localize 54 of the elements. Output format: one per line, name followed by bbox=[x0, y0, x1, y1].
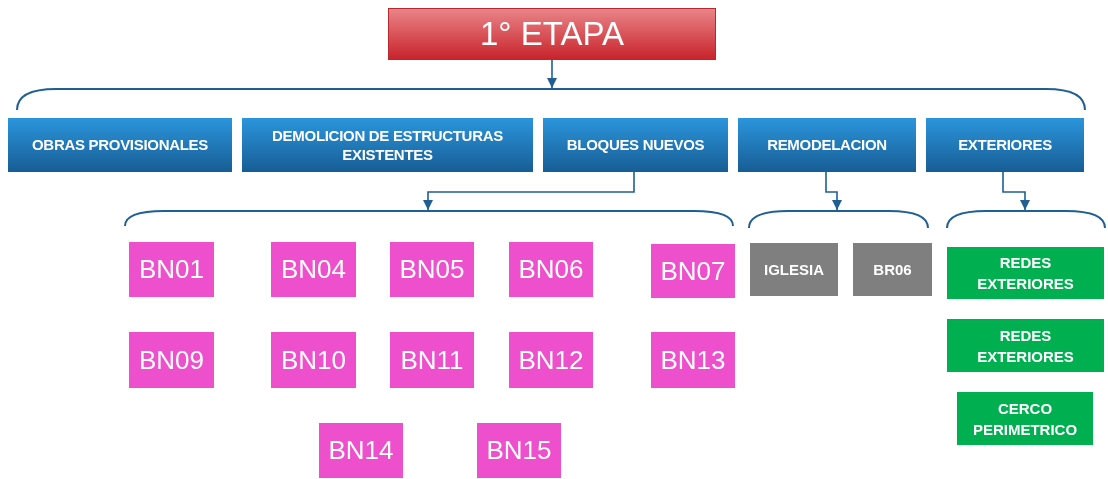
box-label: BN11 bbox=[399, 344, 465, 376]
building-box bbox=[853, 243, 932, 296]
block-box bbox=[271, 242, 356, 297]
box-label: REDES EXTERIORES bbox=[976, 325, 1075, 367]
curly-bracket bbox=[16, 88, 1086, 110]
box-label: BN05 bbox=[398, 254, 466, 285]
box-label: BN09 bbox=[137, 344, 205, 376]
box-label: BN14 bbox=[327, 435, 395, 466]
category-box bbox=[8, 118, 232, 172]
box-label: REMODELACION bbox=[766, 135, 888, 155]
box-label: BN15 bbox=[485, 435, 553, 466]
category-box bbox=[738, 118, 916, 172]
curly-bracket bbox=[748, 210, 929, 228]
curly-bracket bbox=[946, 210, 1106, 228]
block-box bbox=[390, 332, 474, 388]
block-box bbox=[651, 332, 735, 388]
curly-bracket bbox=[124, 210, 734, 226]
block-box bbox=[509, 242, 593, 297]
arrow bbox=[423, 171, 635, 211]
block-box bbox=[390, 242, 474, 297]
box-label: 1° ETAPA bbox=[479, 15, 625, 53]
box-label: BN01 bbox=[137, 254, 205, 285]
arrow bbox=[547, 59, 557, 89]
box-label: BLOQUES NUEVOS bbox=[565, 135, 706, 155]
work-box bbox=[947, 247, 1104, 299]
box-label: REDES EXTERIORES bbox=[976, 253, 1075, 294]
stage-box bbox=[388, 8, 716, 60]
box-label: BN04 bbox=[279, 254, 347, 285]
box-label: BN12 bbox=[517, 344, 585, 376]
category-box bbox=[242, 118, 533, 172]
work-box bbox=[947, 319, 1104, 372]
category-box bbox=[926, 118, 1084, 172]
box-label: BN10 bbox=[279, 344, 347, 376]
box-label: OBRAS PROVISIONALES bbox=[31, 135, 209, 155]
work-box bbox=[957, 392, 1093, 445]
block-box bbox=[477, 423, 561, 478]
category-box bbox=[543, 118, 728, 172]
box-label: BN06 bbox=[517, 254, 585, 285]
box-label: IGLESIA bbox=[763, 261, 825, 278]
arrow bbox=[825, 171, 842, 211]
box-label: EXTERIORES bbox=[957, 135, 1053, 155]
box-label: BN13 bbox=[659, 344, 727, 376]
arrow bbox=[1002, 171, 1030, 211]
block-box bbox=[129, 242, 214, 297]
block-box bbox=[319, 423, 403, 478]
block-box bbox=[129, 332, 214, 388]
box-label: BR06 bbox=[872, 261, 913, 278]
box-label: CERCO PERIMETRICO bbox=[971, 398, 1079, 440]
block-box bbox=[651, 244, 735, 298]
box-label: DEMOLICION DE ESTRUCTURAS EXISTENTES bbox=[271, 125, 504, 165]
box-label: BN07 bbox=[659, 255, 727, 287]
block-box bbox=[271, 332, 356, 388]
building-box bbox=[750, 243, 838, 296]
block-box bbox=[509, 332, 593, 388]
